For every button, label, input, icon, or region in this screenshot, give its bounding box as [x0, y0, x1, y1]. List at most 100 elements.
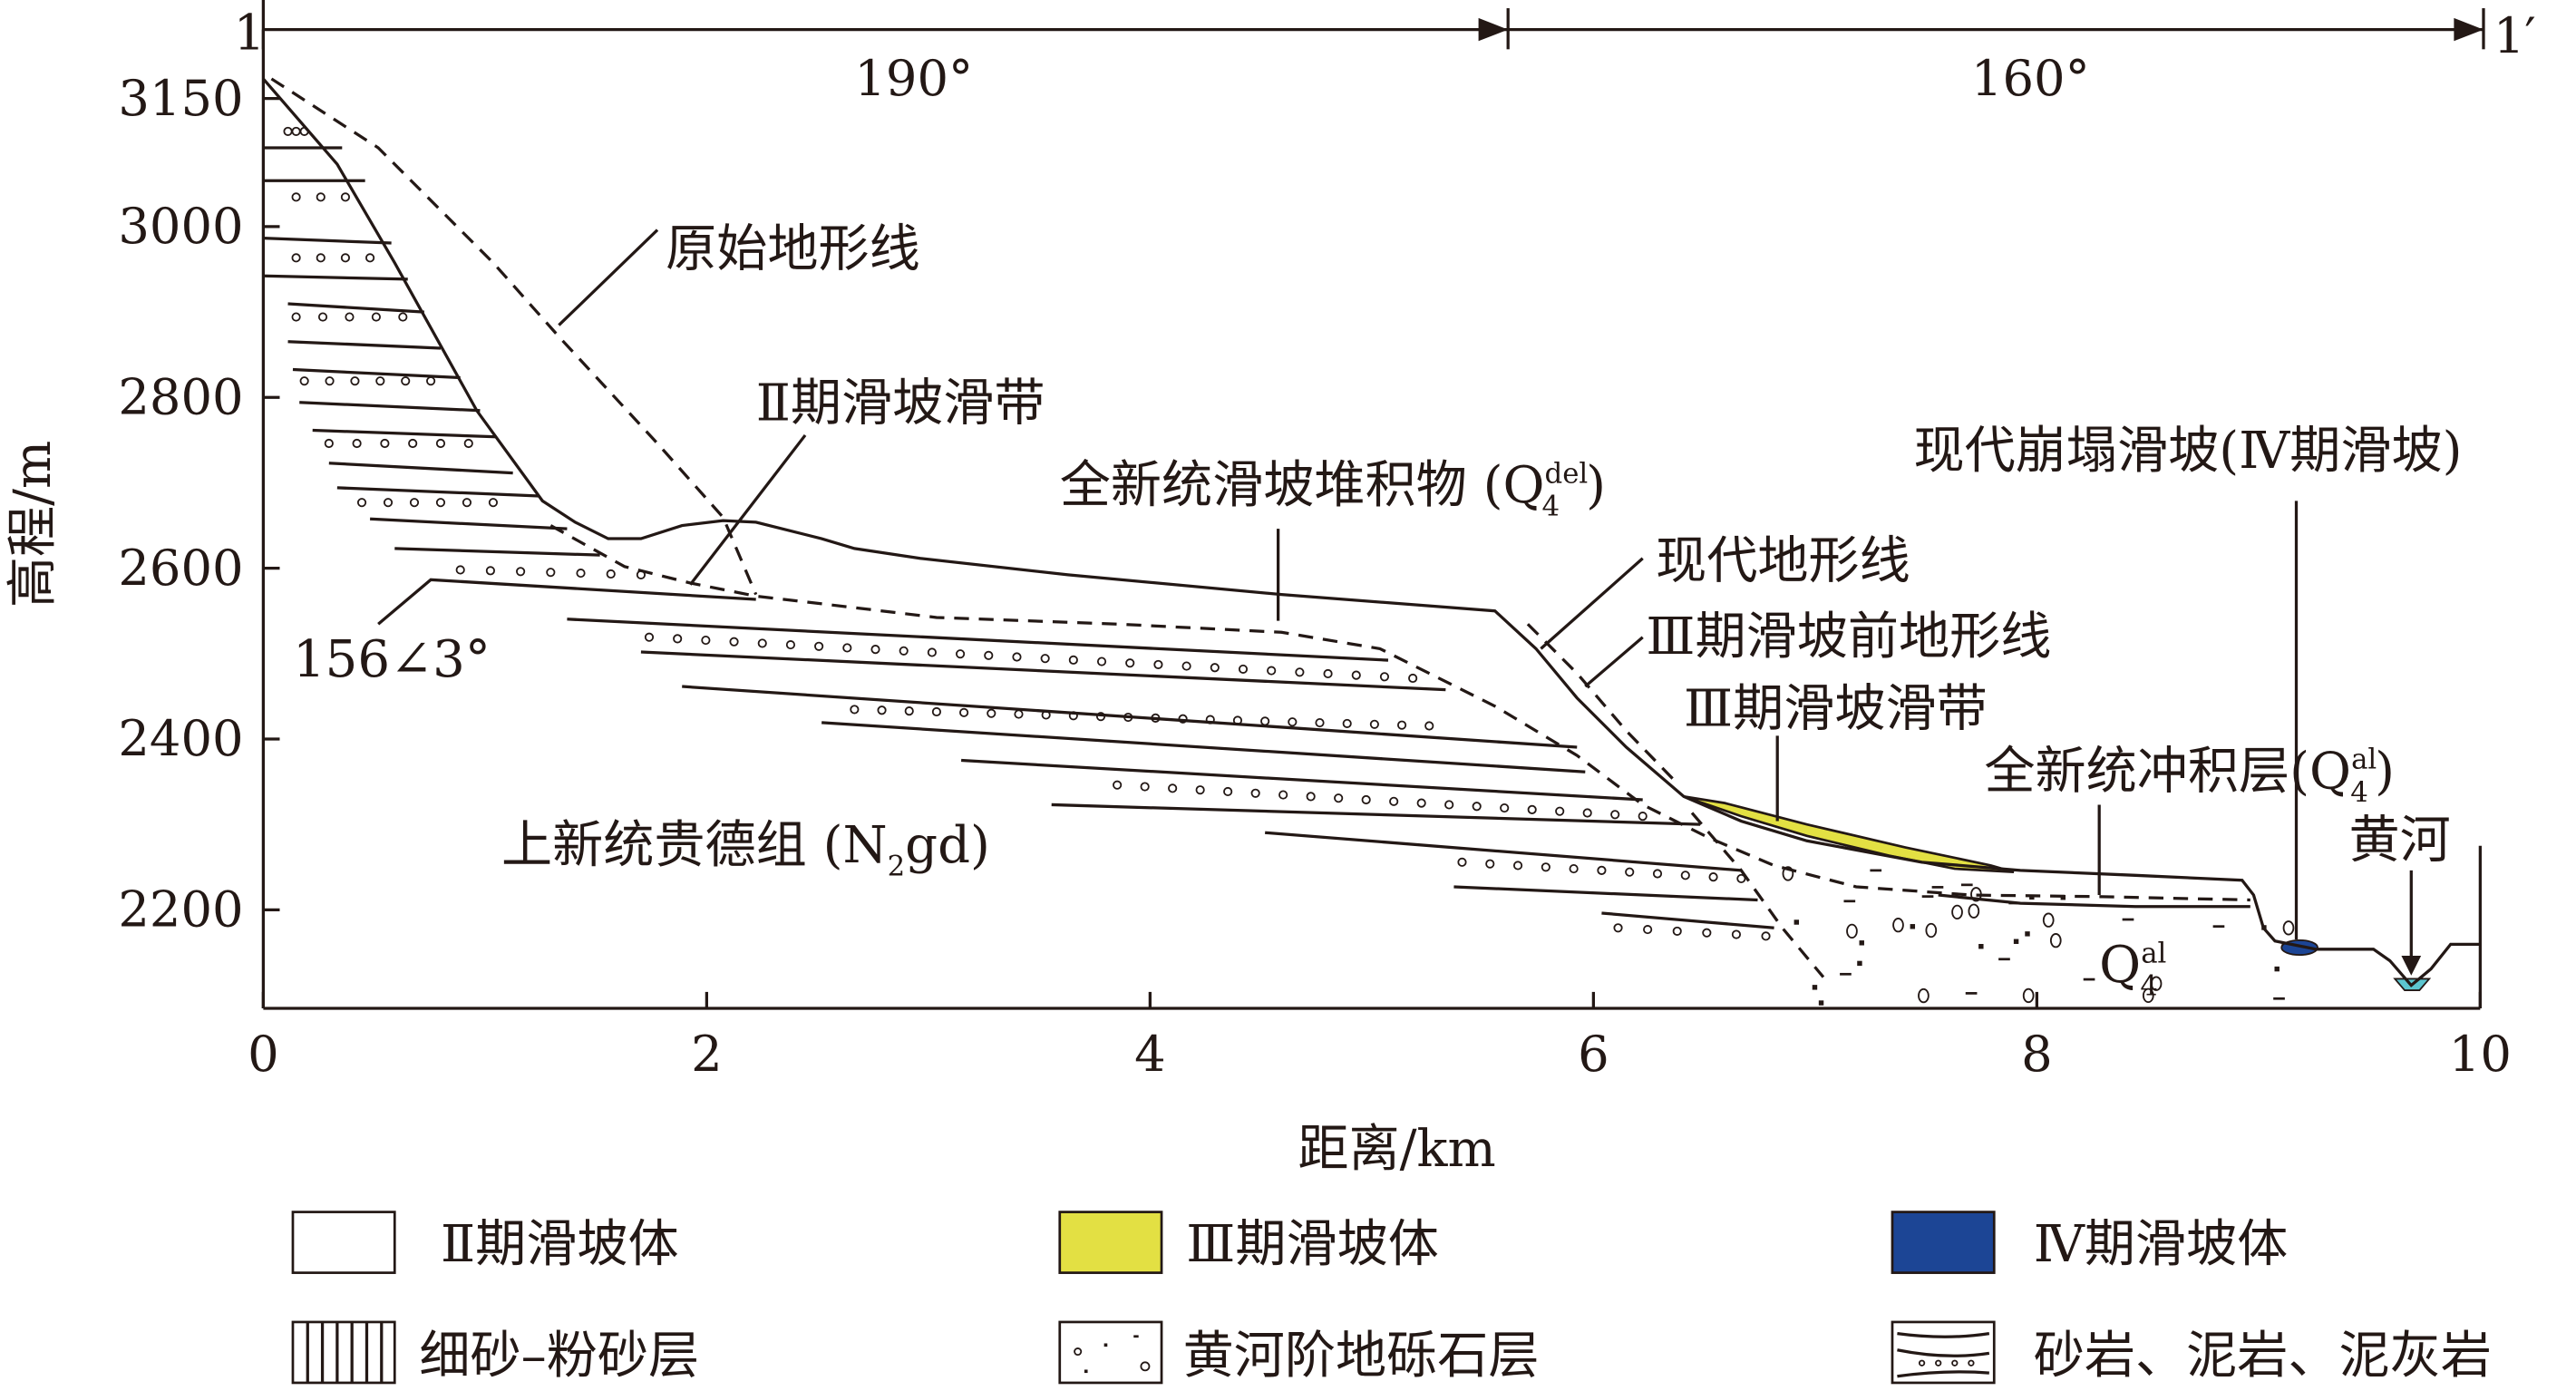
legend-label: 细砂–粉砂层: [419, 1327, 699, 1386]
pebble-mark: [1123, 712, 1133, 723]
pebble-mark: [1315, 717, 1325, 728]
pebble-mark: [1500, 802, 1510, 813]
pebble-mark: [1014, 709, 1024, 719]
pebble-mark: [785, 640, 796, 650]
pebble-mark: [316, 192, 326, 202]
gravel-mark: [1782, 866, 1794, 881]
pebble-mark: [1232, 715, 1243, 725]
stratum-line: [1601, 911, 1774, 929]
pebble-mark: [1389, 796, 1399, 806]
gravel-mark: [2212, 925, 2225, 929]
pebble-mark: [1613, 923, 1623, 933]
pebble-mark: [606, 569, 616, 579]
pebble-mark: [1295, 667, 1305, 677]
modern-terrain-line: [262, 77, 2481, 987]
gravel-mark: [1978, 944, 1984, 949]
stratum-line: [682, 685, 1578, 749]
pebble-mark: [1306, 792, 1316, 802]
pebble-mark: [1223, 786, 1233, 797]
pebble-mark: [1457, 857, 1467, 867]
legend-swatch: [291, 1211, 396, 1274]
legend-item-slide-2: Ⅱ期滑坡体: [291, 1211, 679, 1274]
legend-label: Ⅱ期滑坡体: [441, 1215, 679, 1274]
label-attitude: 156∠3°: [293, 630, 491, 689]
gravel-mark: [1846, 923, 1858, 939]
label-collapse: 现代崩塌滑坡(Ⅳ期滑坡): [1914, 422, 2463, 481]
pebble-mark: [1485, 859, 1495, 869]
y-tick-label: 3150: [118, 70, 243, 127]
pebble-mark: [1736, 873, 1746, 884]
section-header: 1 1′ 190° 160°: [234, 0, 2536, 107]
pebble-mark: [877, 705, 887, 715]
gravel-mark: [2049, 933, 2062, 948]
y-axis-label: 高程/m: [4, 441, 63, 608]
x-axis-label: 距离/km: [1298, 1120, 1495, 1179]
label-slip-zone-3: Ⅲ期滑坡滑带: [1684, 680, 1988, 739]
pebble-mark: [576, 569, 586, 579]
label-formation: 上新统贵德组 (N2gd): [501, 816, 990, 882]
gravel-mark: [1818, 1000, 1824, 1006]
pebble-mark: [380, 438, 390, 449]
pebble-mark: [1068, 655, 1078, 665]
pebble-mark: [757, 638, 767, 648]
pebble-mark: [1582, 808, 1592, 818]
slip-zone-2-line: [549, 524, 2250, 902]
stratum-line: [299, 401, 481, 413]
pebble-mark: [1652, 869, 1663, 879]
pebble-mark: [1323, 668, 1333, 679]
pebble-mark: [1702, 928, 1712, 938]
stratum-line: [292, 367, 461, 380]
gravel-mark: [2083, 978, 2095, 981]
pebble-mark: [1408, 673, 1418, 684]
pebble-mark: [1351, 670, 1361, 680]
pebble-mark: [408, 438, 418, 449]
pebble-mark: [350, 376, 360, 386]
gravel-mark: [1918, 987, 1930, 1004]
pebble-mark: [1708, 872, 1718, 882]
pebble-mark: [1761, 931, 1771, 941]
pebble-mark: [1597, 865, 1607, 875]
pebble-mark: [984, 650, 994, 660]
label-modern-terrain: 现代地形线: [1656, 532, 1910, 591]
pebble-mark: [383, 498, 394, 508]
gravel-mark: [2025, 931, 2030, 937]
pebble-mark: [729, 637, 739, 647]
pebble-mark: [516, 567, 526, 577]
label-original-terrain: 原始地形线: [666, 219, 920, 278]
legend-label: Ⅲ期滑坡体: [1186, 1215, 1439, 1274]
pebble-mark: [356, 498, 367, 508]
pebble-mark: [488, 498, 498, 508]
stratum-line: [567, 618, 1389, 662]
legend-swatch: [1891, 1211, 1996, 1274]
pebble-mark: [283, 126, 293, 136]
gravel-mark: [1968, 903, 1980, 919]
azimuth-label-1: 190°: [854, 50, 973, 107]
pebble-mark: [1527, 804, 1537, 814]
pebble-mark: [850, 705, 860, 715]
stratum-line: [328, 462, 513, 475]
pebble-mark: [1096, 657, 1107, 666]
leader-lines: [377, 229, 2422, 976]
pebble-mark: [324, 438, 334, 449]
pebble-mark: [1113, 780, 1123, 790]
pebble-mark: [401, 376, 411, 386]
y-tick-label: 3000: [118, 198, 243, 255]
section-start-label: 1: [234, 4, 266, 61]
gravel-mark: [1892, 918, 1904, 933]
pebble-mark: [870, 645, 880, 655]
gravel-mark: [2282, 920, 2295, 936]
pebble-mark: [345, 312, 355, 322]
pebble-mark: [1396, 720, 1407, 730]
slide-3-body: [1683, 795, 2015, 874]
pebble-mark: [1625, 867, 1635, 877]
gravel-mark: [1931, 886, 1944, 889]
stratum-line: [287, 340, 442, 350]
pebble-mark: [931, 706, 941, 717]
pebble-mark: [1195, 785, 1205, 795]
stratum-line: [1453, 885, 1758, 902]
pebble-mark: [1181, 661, 1191, 671]
pebble-mark: [701, 635, 711, 646]
